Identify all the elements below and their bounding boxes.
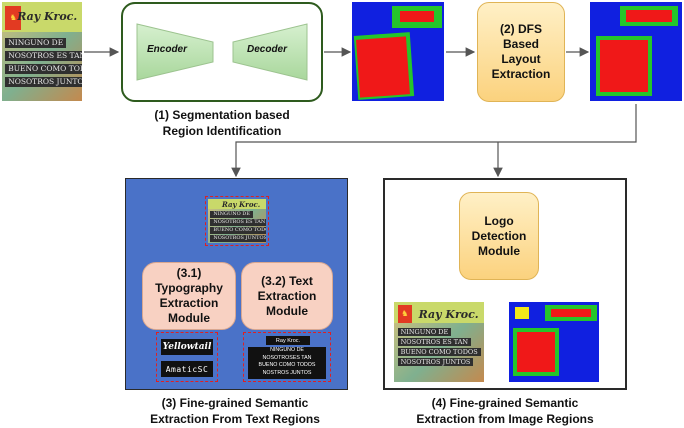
poster-brand: Ray Kroc. (17, 9, 78, 23)
segmentation-map-raw (352, 2, 444, 101)
image-regions-caption: (4) Fine-grained Semantic Extraction fro… (416, 396, 594, 426)
ferrari-logo-icon: ♞ (397, 305, 412, 323)
encoder-label: Encoder (147, 44, 188, 55)
font-sample-amaticsc: AmaticSC (161, 361, 213, 377)
decoder-label: Decoder (247, 44, 288, 55)
logo-region-marker (515, 307, 529, 319)
input-poster: ♞ Ray Kroc. NINGUNO DE NOSOTROS ES TAN B… (2, 2, 82, 101)
ocr-output: Ray Kroc. NINGUNO DE NOSOTROSES TAN BUEN… (243, 332, 331, 382)
text-extraction-node: (3.2) Text Extraction Module (241, 262, 333, 330)
typography-extraction-node: (3.1) Typography Extraction Module (142, 262, 236, 330)
dfs-layout-extraction-node: (2) DFS Based Layout Extraction (477, 2, 565, 102)
decoder-shape (232, 23, 308, 81)
text-region-crop: Ray Kroc. NINGUNO DE NOSOTROS ES TAN BUE… (208, 199, 266, 243)
poster-line: NOSOTROS ES TAN (5, 50, 82, 61)
image-region-poster: ♞ Ray Kroc. NINGUNO DE NOSOTROS ES TAN B… (394, 302, 484, 382)
layout-map-clean (590, 2, 682, 101)
encoder-shape (136, 23, 214, 81)
poster-line: BUENO COMO TODOS (5, 63, 82, 74)
connector-layout-down (231, 104, 637, 178)
logo-layout-map (509, 302, 599, 382)
ferrari-logo-icon: ♞ (5, 5, 22, 30)
text-regions-caption: (3) Fine-grained Semantic Extraction Fro… (150, 396, 320, 426)
poster-line: NINGUNO DE (5, 37, 67, 48)
segmentation-network-box: Encoder Decoder (121, 2, 323, 102)
font-samples: Yellowtail AmaticSC (156, 332, 218, 382)
ocr-title: Ray Kroc. (266, 336, 310, 345)
font-sample-yellowtail: Yellowtail (161, 339, 213, 355)
poster-line: NOSOTROS JUNTOS (5, 76, 82, 87)
ocr-body: NINGUNO DE NOSOTROSES TAN BUENO COMO TOD… (248, 347, 326, 379)
segmentation-caption: (1) Segmentation based Region Identifica… (154, 108, 290, 138)
text-region-selection: Ray Kroc. NINGUNO DE NOSOTROS ES TAN BUE… (205, 196, 269, 246)
logo-detection-node: Logo Detection Module (459, 192, 539, 280)
